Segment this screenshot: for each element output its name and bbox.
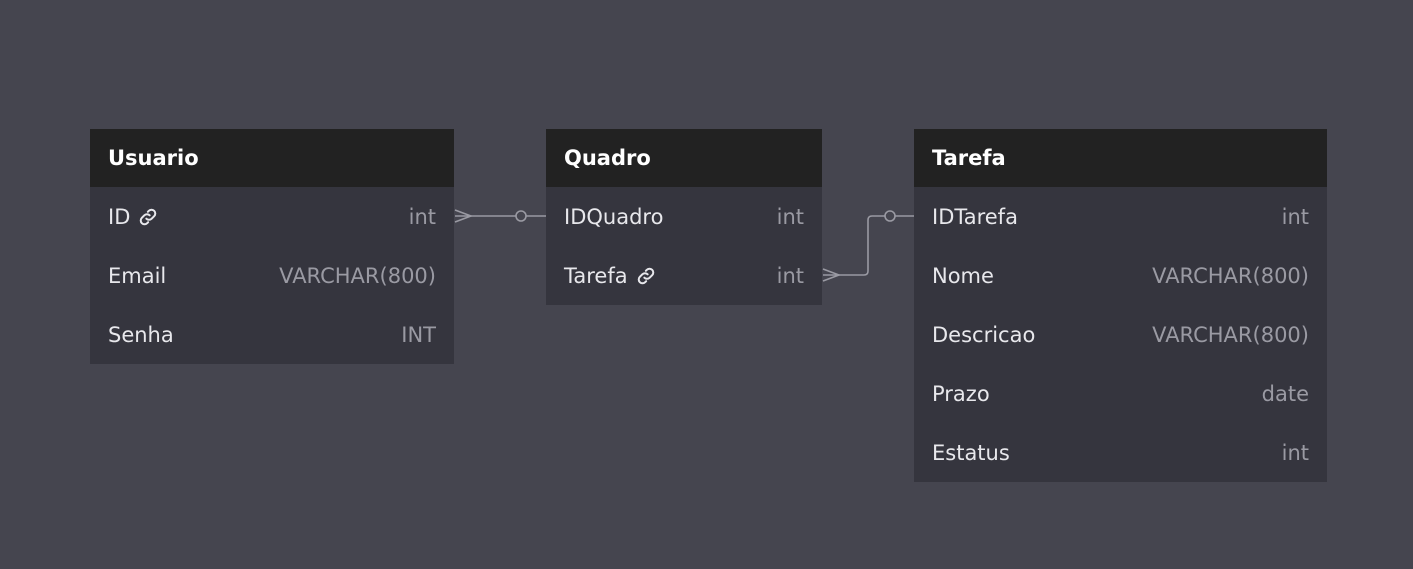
- relationship-quadro-tarefa[interactable]: [822, 210, 914, 282]
- column-row[interactable]: Prazo date: [914, 364, 1327, 423]
- column-name: Descricao: [932, 322, 1036, 347]
- relationship-usuario-quadro[interactable]: [454, 209, 546, 223]
- column-name: ID: [108, 205, 158, 229]
- column-type: int: [776, 204, 804, 229]
- column-type: int: [776, 263, 804, 288]
- zero-marker: [884, 210, 896, 222]
- column-row[interactable]: Descricao VARCHAR(800): [914, 305, 1327, 364]
- column-row[interactable]: IDQuadro int: [546, 187, 822, 246]
- link-icon: [140, 208, 157, 225]
- column-name: IDTarefa: [932, 204, 1018, 229]
- column-name: Tarefa: [564, 264, 656, 288]
- table-title[interactable]: Quadro: [546, 129, 822, 187]
- column-row[interactable]: Nome VARCHAR(800): [914, 246, 1327, 305]
- table-title[interactable]: Usuario: [90, 129, 454, 187]
- column-name: Senha: [108, 322, 174, 347]
- column-name-text: Tarefa: [564, 263, 628, 288]
- table-title[interactable]: Tarefa: [914, 129, 1327, 187]
- column-type: int: [408, 204, 436, 229]
- column-name: Nome: [932, 263, 994, 288]
- column-row[interactable]: Estatus int: [914, 423, 1327, 482]
- column-name-text: ID: [108, 204, 131, 229]
- link-icon: [637, 267, 654, 284]
- table-usuario[interactable]: Usuario ID int Email VARCHAR(800) Senha …: [90, 129, 454, 364]
- column-row[interactable]: IDTarefa int: [914, 187, 1327, 246]
- column-type: VARCHAR(800): [279, 263, 436, 288]
- table-tarefa[interactable]: Tarefa IDTarefa int Nome VARCHAR(800) De…: [914, 129, 1327, 482]
- column-type: INT: [401, 322, 436, 347]
- column-row[interactable]: Email VARCHAR(800): [90, 246, 454, 305]
- column-type: date: [1261, 381, 1309, 406]
- zero-marker: [515, 210, 527, 222]
- column-name: Email: [108, 263, 167, 288]
- column-row[interactable]: Tarefa int: [546, 246, 822, 305]
- table-quadro[interactable]: Quadro IDQuadro int Tarefa int: [546, 129, 822, 305]
- relationship-line: [823, 215, 885, 276]
- column-row[interactable]: Senha INT: [90, 305, 454, 364]
- column-row[interactable]: ID int: [90, 187, 454, 246]
- column-name: Prazo: [932, 381, 990, 406]
- column-name: IDQuadro: [564, 204, 664, 229]
- column-type: int: [1281, 204, 1309, 229]
- column-type: VARCHAR(800): [1152, 263, 1309, 288]
- column-type: int: [1281, 440, 1309, 465]
- column-type: VARCHAR(800): [1152, 322, 1309, 347]
- column-name: Estatus: [932, 440, 1010, 465]
